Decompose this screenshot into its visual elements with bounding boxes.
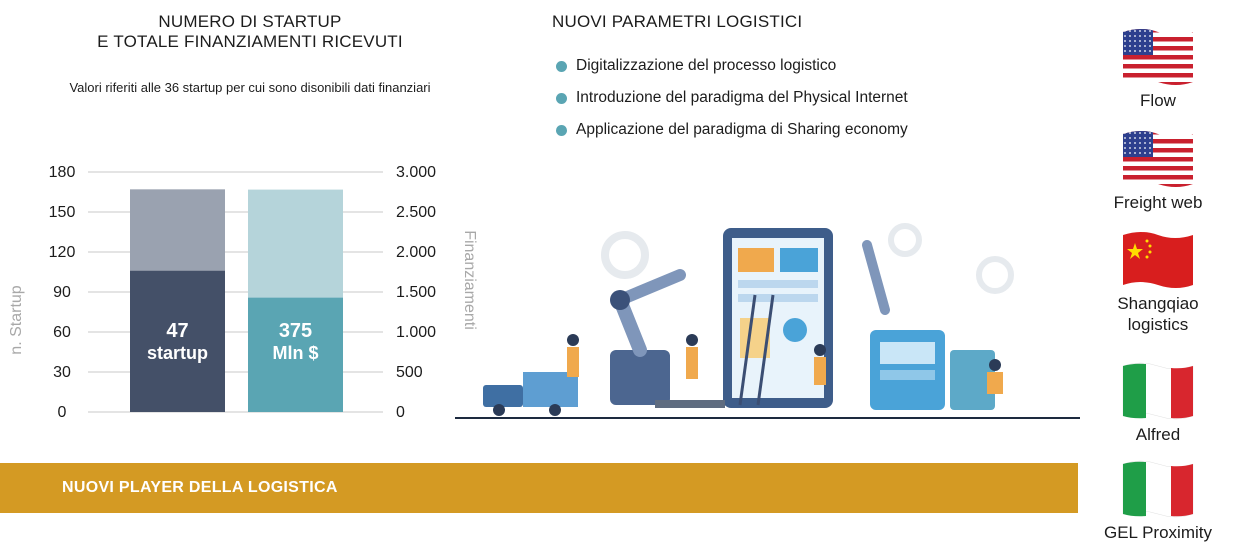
right-tick-label: 3.000 — [396, 164, 436, 181]
list-item: Digitalizzazione del processo logistico — [556, 50, 908, 82]
right-tick-label: 1.500 — [396, 284, 436, 301]
player-name: Freight web — [1113, 193, 1203, 212]
list-item: Applicazione del paradigma di Sharing ec… — [556, 114, 908, 146]
player-item-freight-web: Freight web — [1098, 128, 1218, 213]
bar-value-label: 375 — [279, 320, 312, 342]
gear-icon — [976, 256, 1014, 294]
player-item-flow: Flow — [1098, 26, 1218, 111]
chart-title: NUMERO DI STARTUP E TOTALE FINANZIAMENTI… — [0, 12, 500, 52]
player-name: GEL Proximity — [1103, 523, 1212, 542]
left-tick-label: 120 — [49, 244, 76, 261]
bullet-icon — [556, 124, 567, 136]
bar-value-label: 47 — [166, 320, 188, 342]
chart-subtitle: Valori riferiti alle 36 startup per cui … — [69, 80, 431, 95]
params-list: Digitalizzazione del processo logistico … — [556, 50, 908, 146]
player-item-shangqiao: Shangqiao logistics — [1098, 229, 1218, 335]
chart-title-line1: NUMERO DI STARTUP — [158, 12, 342, 31]
bar-finanziamenti-base — [248, 297, 343, 412]
worker-icon — [567, 334, 579, 346]
chart-ticks: 0 0 30 500 60 1.000 90 1.500 120 2.000 150 2.500 180… — [49, 164, 436, 421]
player-item-gel-proximity: GEL Proximity — [1098, 458, 1218, 543]
us-flag-icon — [1123, 29, 1193, 85]
left-tick-label: 90 — [53, 284, 71, 301]
right-tick-label: 2.000 — [396, 244, 436, 261]
bar-finanziamenti-total — [248, 189, 343, 298]
left-tick-label: 30 — [53, 364, 71, 381]
smart-logistics-illustration — [455, 223, 1080, 419]
right-tick-label: 1.000 — [396, 324, 436, 341]
right-tick-label: 2.500 — [396, 204, 436, 221]
truck-icon — [483, 385, 523, 407]
left-tick-label: 0 — [58, 404, 67, 421]
player-name: Alfred — [1135, 425, 1181, 444]
right-tick-label: 0 — [396, 404, 405, 421]
worker-icon — [814, 344, 826, 356]
bullet-icon — [556, 92, 567, 104]
gear-icon — [888, 223, 922, 257]
china-flag-icon — [1123, 232, 1193, 288]
worker-icon — [989, 359, 1001, 371]
right-tick-label: 500 — [396, 364, 423, 381]
chart-title-line2: E TOTALE FINANZIAMENTI RICEVUTI — [97, 32, 403, 51]
bar-unit-label: Mln $ — [272, 343, 318, 363]
italy-flag-icon — [1122, 362, 1194, 420]
us-flag-icon — [1123, 131, 1193, 187]
left-axis-label: n. Startup — [8, 285, 25, 354]
right-axis-label: Finanziamenti — [461, 230, 478, 330]
italy-flag-icon — [1122, 460, 1194, 518]
bullet-icon — [556, 60, 567, 72]
params-title: NUOVI PARAMETRI LOGISTICI — [552, 12, 803, 31]
bar-startup-total — [130, 189, 225, 271]
bar-startup-base — [130, 270, 225, 412]
robot-arm-icon — [610, 350, 670, 405]
bar-unit-label: startup — [147, 343, 208, 363]
player-item-alfred: Alfred — [1098, 360, 1218, 445]
worker-icon — [686, 334, 698, 346]
gear-icon — [601, 231, 649, 279]
players-band: NUOVI PLAYER DELLA LOGISTICA — [0, 463, 1078, 513]
left-tick-label: 60 — [53, 324, 71, 341]
player-name: Shangqiao logistics — [1117, 294, 1199, 334]
left-tick-label: 180 — [49, 164, 76, 181]
players-band-label: NUOVI PLAYER DELLA LOGISTICA — [62, 479, 338, 496]
left-tick-label: 150 — [49, 204, 76, 221]
list-item: Introduzione del paradigma del Physical … — [556, 82, 908, 114]
player-name: Flow — [1140, 91, 1176, 110]
